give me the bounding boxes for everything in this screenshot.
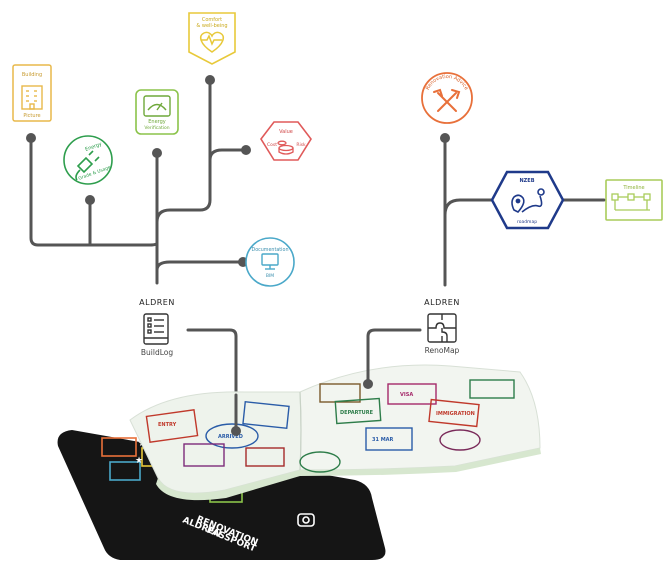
connector-overlay-dots <box>231 379 373 436</box>
chip-icon <box>297 513 315 527</box>
value-line2: Cost <box>267 142 277 148</box>
renomap-icon <box>427 313 457 343</box>
buildlog-connector-tree <box>29 78 247 432</box>
energy-verification-module: Energy Verification <box>135 89 179 135</box>
value-line1: Value <box>279 129 293 135</box>
stamp-text: ARRIVED <box>218 434 243 440</box>
energy-verification-line1: Energy <box>148 119 166 125</box>
map-pin-icon <box>511 188 545 213</box>
nzeb-module: NZEB roadmap <box>490 170 565 230</box>
heart-monitor-icon <box>199 31 225 53</box>
stamp-text: 31 MAR <box>372 437 394 443</box>
timeline-label: Timeline <box>622 185 644 191</box>
visa-stamps <box>145 379 515 473</box>
nzeb-line2: roadmap <box>517 219 537 225</box>
building-picture-line2: Picture <box>23 113 40 119</box>
timeline-icon <box>611 193 651 211</box>
value-line3: Risk <box>296 142 306 148</box>
building-picture-module: Building Picture <box>12 64 52 122</box>
value-module: Value Cost Risk <box>260 121 312 161</box>
energy-usage-module: Energy Grade & Usage <box>63 135 113 185</box>
renomap-brand: ALDREN <box>424 298 460 307</box>
building-picture-line1: Building <box>22 72 42 78</box>
tools-icon <box>433 88 461 112</box>
page-edges-left <box>156 470 300 501</box>
documentation-line1: Documentation <box>252 247 289 253</box>
svg-text:★: ★ <box>135 456 143 466</box>
energy-verification-line2: Verification <box>144 125 169 131</box>
renovation-module: Renovation Advice <box>421 72 473 124</box>
comfort-line1: Comfort <box>202 17 222 23</box>
documentation-line2: BIM <box>266 273 274 279</box>
stamp-text: IMMIGRATION <box>436 411 475 417</box>
comfort-line2: & well-being <box>196 23 227 29</box>
plug-icon <box>75 150 100 181</box>
meter-icon <box>143 95 171 117</box>
energy-usage-line1: Energy <box>84 141 103 153</box>
stamp-texts: ENTRY ARRIVED DEPARTURE VISA 31 MAR IMMI… <box>158 392 475 443</box>
stamp-text: DEPARTURE <box>340 410 374 416</box>
buildlog-name: BuildLog <box>140 348 174 357</box>
page-edges-right <box>300 448 541 476</box>
timeline-module: Timeline <box>605 179 663 221</box>
nzeb-line1: NZEB <box>519 178 534 184</box>
renomap-name: RenoMap <box>424 346 460 355</box>
renomap-connector-tree <box>366 136 606 385</box>
building-icon <box>21 85 43 110</box>
stamp-text: ENTRY <box>158 422 177 428</box>
coins-icon <box>277 140 294 155</box>
documentation-module: Documentation BIM <box>245 237 295 287</box>
buildlog-icon <box>143 313 169 345</box>
buildlog-brand: ALDREN <box>139 298 175 307</box>
monitor-icon <box>261 253 279 270</box>
stamp-text: VISA <box>400 392 413 398</box>
passport: ★★ ★★ ALDREN RENOVATION PASSPORT <box>57 364 541 560</box>
comfort-module: Comfort & well-being <box>188 12 236 65</box>
